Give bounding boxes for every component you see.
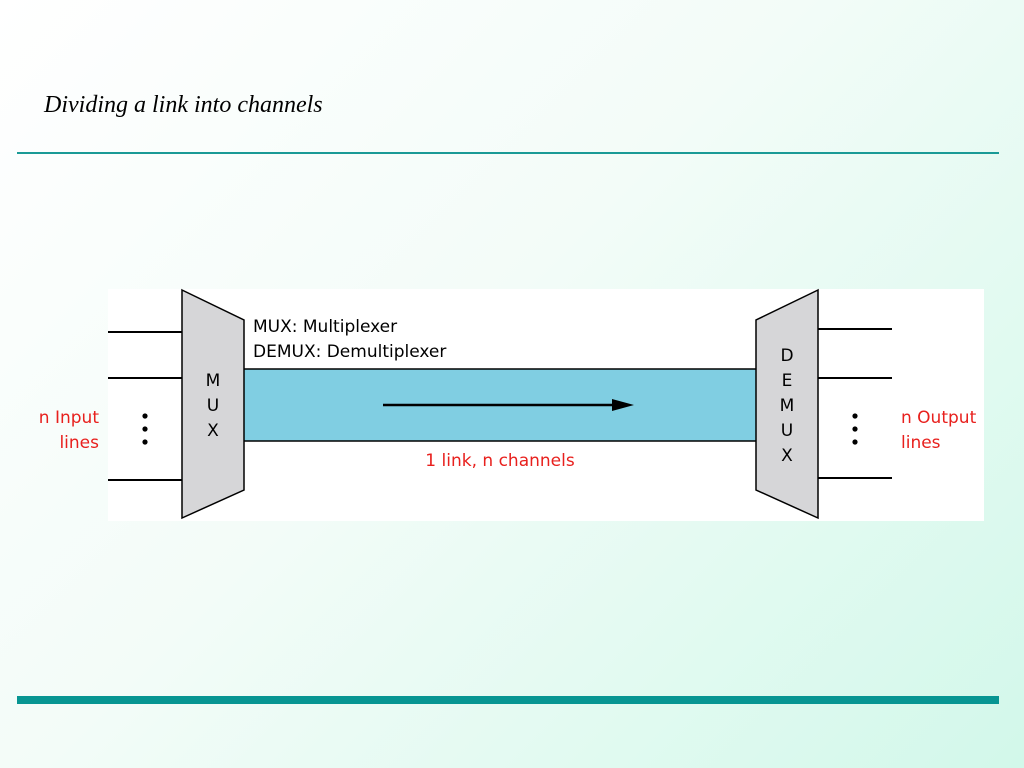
demux-letter: D: [780, 346, 793, 366]
legend-demux: DEMUX: Demultiplexer: [253, 342, 446, 362]
input-label: n Input lines: [39, 408, 100, 453]
mux-letter: U: [207, 396, 219, 416]
title-divider: [17, 152, 999, 154]
demux-block: [755, 288, 819, 520]
input-label-line: lines: [59, 433, 99, 453]
mux-letter: X: [207, 421, 219, 441]
legend-mux: MUX: Multiplexer: [253, 317, 397, 337]
input-lines: [108, 331, 183, 481]
slide-title: Dividing a link into channels: [44, 92, 323, 118]
link-label: 1 link, n channels: [425, 451, 575, 471]
demux-letter: M: [780, 396, 795, 416]
output-label-line: n Output: [901, 408, 977, 428]
output-label-line: lines: [901, 433, 941, 453]
demux-letter: X: [781, 446, 793, 466]
output-lines: [818, 328, 892, 479]
mux-label: M U X: [206, 371, 221, 441]
footer-bar: [17, 696, 999, 704]
demux-letter: U: [781, 421, 793, 441]
output-label: n Output lines: [901, 408, 977, 453]
input-ellipsis-dots: [142, 413, 148, 445]
demux-letter: E: [782, 371, 793, 391]
input-label-line: n Input: [39, 408, 100, 428]
arrow-head: [612, 399, 634, 411]
output-ellipsis-dots: [852, 413, 858, 445]
mux-block: [181, 288, 245, 520]
mux-letter: M: [206, 371, 221, 391]
demux-label: D E M U X: [780, 346, 795, 466]
